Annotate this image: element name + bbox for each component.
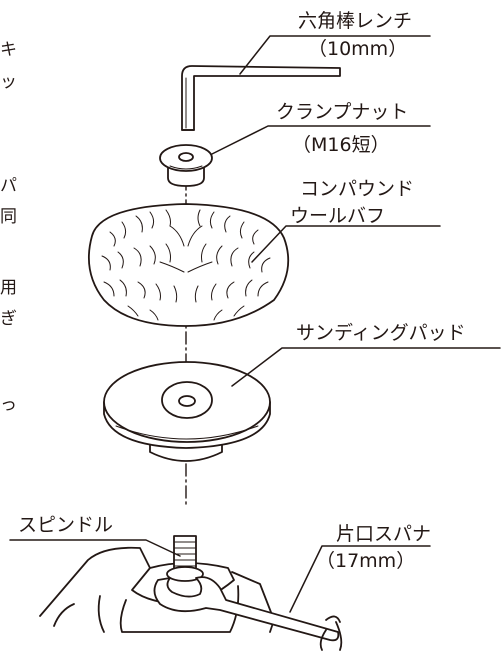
label-spindle: スピンドル [18,514,114,536]
margin-text-char: っ [0,395,17,415]
margin-text-char: ぎ [0,309,17,329]
sanding-pad [103,361,271,462]
clamp-nut [159,144,213,187]
leader-spindle [9,539,181,557]
label-wool-buff-line1: コンパウンド [300,178,415,200]
margin-text-char: 用 [0,278,17,298]
hex-wrench [181,65,341,131]
label-clamp-nut-size: （M16短） [292,134,390,156]
label-hex-wrench: 六角棒レンチ [298,10,413,32]
label-hex-wrench-size: （10mm） [308,38,408,60]
margin-text-char: パ [0,176,17,196]
leader-wool-buff [251,225,441,263]
leader-sanding-pad [231,347,501,387]
label-clamp-nut: クランプナット [276,101,409,123]
leader-clamp-nut [211,125,431,155]
compound-wool-buff [87,203,290,327]
label-wool-buff-line2: ウールバフ [290,205,386,227]
label-spanner: 片口スパナ [336,523,432,545]
leader-lines [9,35,501,613]
leader-hex-wrench [239,35,431,75]
label-spanner-size: （17mm） [316,550,416,572]
margin-text-char: 同 [0,207,17,227]
leader-spanner [289,545,431,613]
margin-text-char: ッ [0,72,17,92]
margin-text-char: キ [0,40,17,60]
spanner [153,576,343,651]
label-sanding-pad: サンディングパッド [296,322,466,344]
